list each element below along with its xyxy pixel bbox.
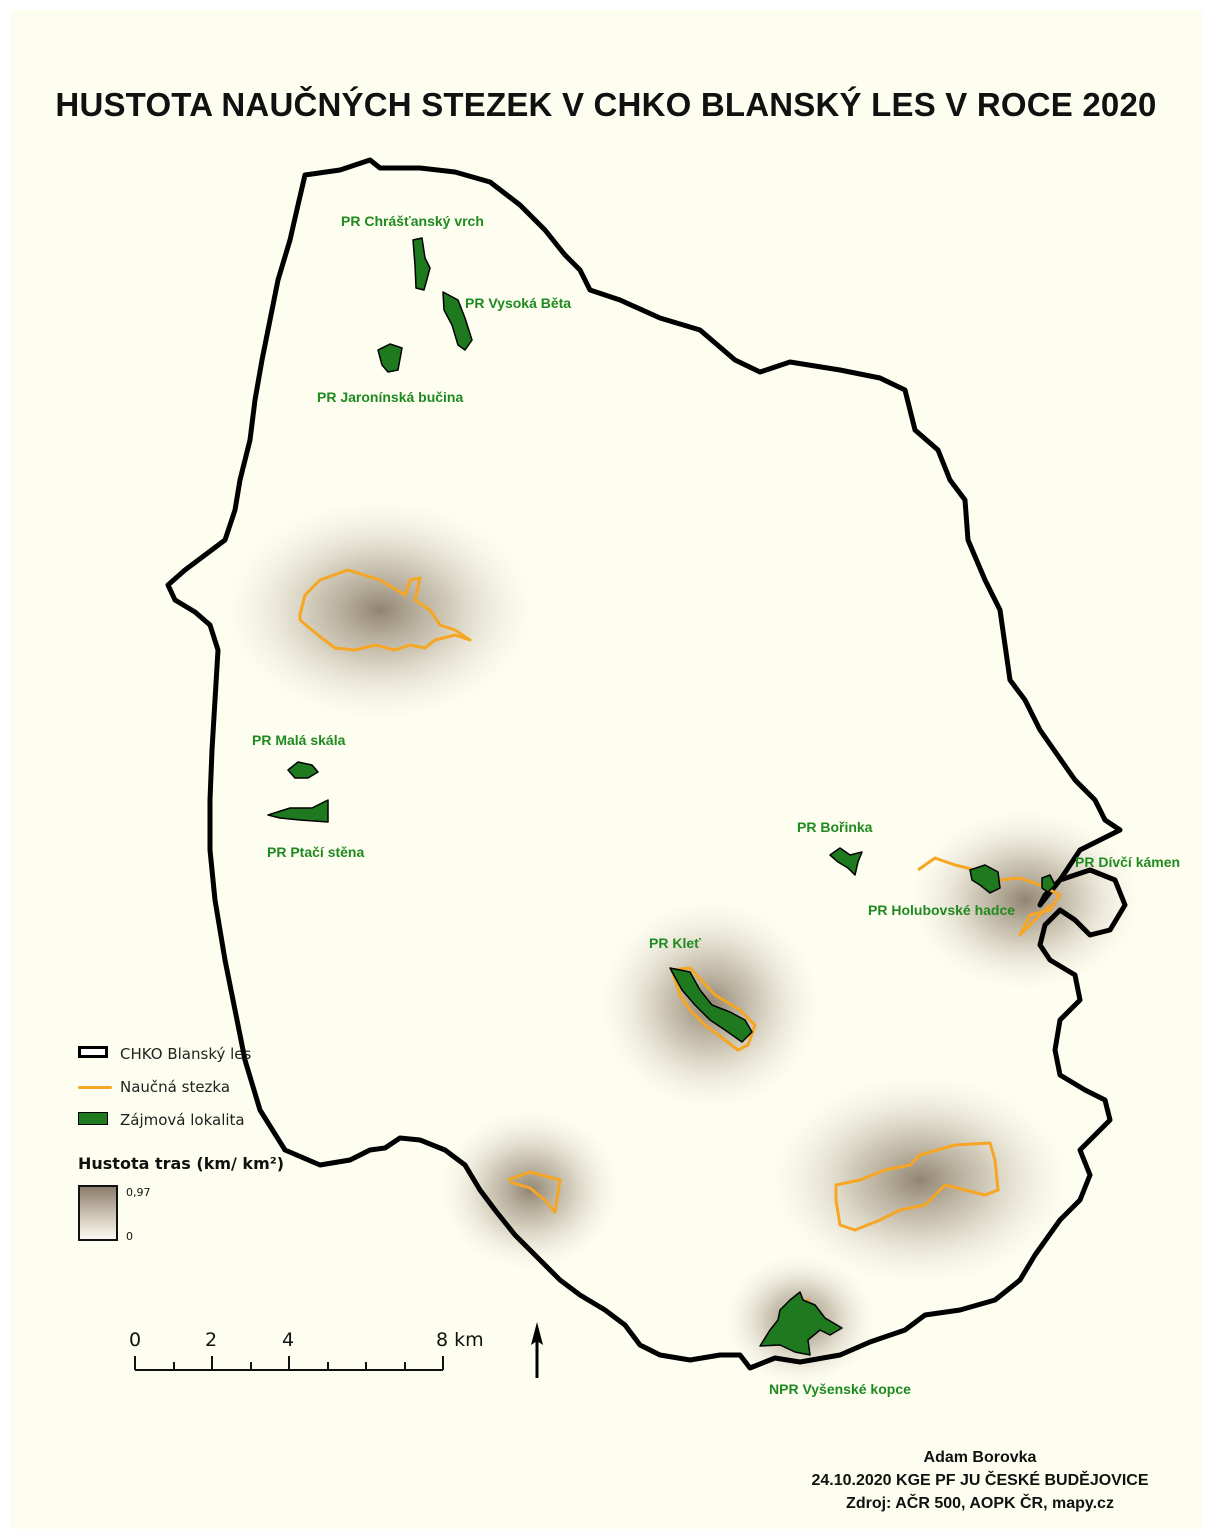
legend-label: Naučná stezka xyxy=(120,1078,231,1096)
density-blob xyxy=(440,1110,620,1270)
scale-tick-label: 2 xyxy=(205,1329,218,1351)
locality-divci-kamen xyxy=(1041,874,1056,893)
locality-chrastansky xyxy=(412,237,431,291)
locality-vysenske xyxy=(759,1291,843,1356)
north-arrow xyxy=(531,1322,543,1378)
trail xyxy=(834,1141,1000,1232)
scale-tick-label: 4 xyxy=(282,1329,295,1351)
density-blob xyxy=(910,810,1140,990)
trail-swatch xyxy=(78,1079,112,1095)
locality-vysoka-beta xyxy=(442,291,473,351)
trail xyxy=(507,1170,562,1214)
legend-item-boundary: CHKO Blanský les xyxy=(78,1044,251,1064)
density-blob xyxy=(770,1075,1070,1285)
locality-ptaci-stena xyxy=(267,799,329,823)
credits-source: Zdroj: AČR 500, AOPK ČR, mapy.cz xyxy=(846,1495,1114,1512)
locality-borinka xyxy=(829,847,863,876)
credits-institution: 24.10.2020 KGE PF JU ČESKÉ BUDĚJOVICE xyxy=(811,1472,1149,1489)
density-max-label: 0,97 xyxy=(126,1186,151,1199)
trail xyxy=(670,966,757,1052)
scale-tick-label: 8 km xyxy=(436,1329,484,1351)
localities-layer xyxy=(267,237,1056,1356)
trail xyxy=(298,568,472,652)
boundary-swatch xyxy=(78,1046,112,1062)
locality-label: PR Ptačí stěna xyxy=(267,844,365,860)
legend-label: CHKO Blanský les xyxy=(120,1045,252,1063)
locality-jaroninska xyxy=(377,343,403,373)
map-title: HUSTOTA NAUČNÝCH STEZEK V CHKO BLANSKÝ L… xyxy=(55,86,1157,123)
chko-boundary xyxy=(165,157,1128,1371)
density-blob xyxy=(225,500,535,720)
locality-label: PR Holubovské hadce xyxy=(868,902,1016,918)
scalebar xyxy=(134,1356,444,1371)
scale-tick-label: 0 xyxy=(129,1329,142,1351)
locality-label: PR Vysoká Běta xyxy=(465,295,572,311)
locality-label: PR Jaronínská bučina xyxy=(317,389,464,405)
locality-label: NPR Vyšenské kopce xyxy=(769,1381,911,1397)
locality-swatch xyxy=(78,1112,112,1128)
legend-item-trail: Naučná stezka xyxy=(78,1077,230,1097)
legend-item-locality: Zájmová lokalita xyxy=(78,1110,245,1130)
map-background xyxy=(10,10,1202,1529)
density-layer xyxy=(225,500,1140,1385)
locality-label: PR Malá skála xyxy=(252,732,346,748)
locality-mala-skala xyxy=(287,761,319,779)
legend: CHKO Blanský les Naučná stezka Zájmová l… xyxy=(78,1042,378,1252)
locality-label: PR Bořinka xyxy=(797,819,873,835)
locality-label: PR Chrášťanský vrch xyxy=(341,213,484,229)
density-min-label: 0 xyxy=(126,1230,133,1243)
locality-holubovske xyxy=(969,864,1001,894)
credits: Adam Borovka 24.10.2020 KGE PF JU ČESKÉ … xyxy=(770,1446,1190,1515)
locality-label: PR Dívčí kámen xyxy=(1075,854,1181,870)
density-color-ramp xyxy=(78,1185,118,1241)
density-legend-title: Hustota tras (km/ km²) xyxy=(78,1154,285,1173)
locality-klet xyxy=(669,967,753,1043)
locality-label: PR Kleť xyxy=(649,935,701,951)
credits-author: Adam Borovka xyxy=(923,1449,1037,1466)
legend-label: Zájmová lokalita xyxy=(120,1111,245,1129)
